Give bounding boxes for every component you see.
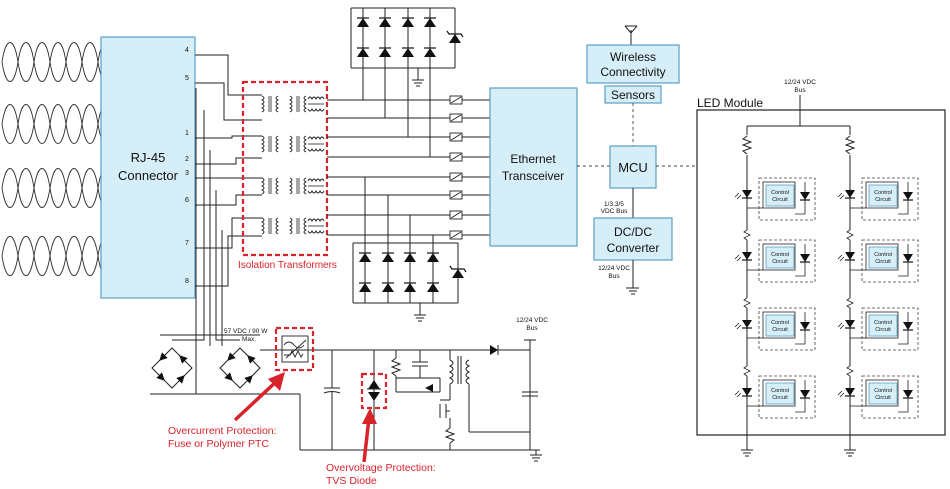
- dcdc-bus-label-line2: Bus: [608, 273, 620, 280]
- rj45-connector-block: RJ-45 Connector: [100, 36, 196, 299]
- sensors-label: Sensors: [611, 88, 655, 102]
- power-rating-line2: Max.: [242, 336, 256, 343]
- wireless-connectivity-block: Wireless Connectivity: [586, 44, 680, 84]
- control-circuit-label-line1: Control: [771, 388, 789, 394]
- overvoltage-callout-line1: Overvoltage Protection:: [326, 462, 436, 474]
- power-rating-line1: 57 VDC / 90 W: [224, 328, 268, 335]
- control-circuit-label-line2: Circuit: [875, 395, 891, 401]
- output-bus-label-line2: Bus: [526, 325, 538, 332]
- led-bus-label-line1: 12/24 VDC: [784, 79, 816, 86]
- ethernet-title-line1: Ethernet: [510, 152, 556, 166]
- ground-symbols: [530, 287, 639, 462]
- rj45-pin-labels: 4 5 1 2 3 6 7 8: [185, 47, 189, 285]
- control-circuit-label-line2: Circuit: [772, 395, 788, 401]
- signal-lines: [327, 60, 490, 270]
- ptc-fuse: [274, 326, 315, 372]
- wireless-title-line1: Wireless: [610, 50, 656, 64]
- overcurrent-callout-line1: Overcurrent Protection:: [168, 425, 277, 437]
- control-circuit-label-line1: Control: [771, 190, 789, 196]
- led-module-title: LED Module: [697, 96, 763, 110]
- overvoltage-callout-arrow: [362, 408, 377, 463]
- bulk-capacitor: [323, 350, 341, 450]
- rj45-title-line2: Connector: [118, 168, 179, 183]
- bridge-rectifier-2: [219, 347, 261, 389]
- overcurrent-callout-arrow: [233, 372, 285, 422]
- pin-label: 3: [185, 170, 189, 177]
- control-circuit-label-line2: Circuit: [875, 197, 891, 203]
- ethernet-title-line2: Transceiver: [502, 169, 564, 183]
- mcu-bus-label-line2: VDC Bus: [601, 208, 628, 215]
- ethernet-transceiver-block: Ethernet Transceiver: [489, 87, 578, 247]
- mcu-bus-label-line1: 1/3.3/5: [604, 201, 624, 208]
- control-circuit-label-line1: Control: [771, 252, 789, 258]
- mcu-block: MCU: [609, 145, 657, 189]
- sensors-block: Sensors: [604, 85, 662, 104]
- isolation-transformers-label: Isolation Transformers: [238, 260, 337, 271]
- pin-label: 8: [185, 278, 189, 285]
- led-bus-label-line2: Bus: [794, 87, 806, 94]
- led-module-frame: [696, 109, 946, 436]
- isolation-transformers-highlight: [241, 80, 329, 257]
- control-circuit-label-line2: Circuit: [875, 327, 891, 333]
- twisted-pair-cables: [1, 42, 115, 276]
- control-circuit-label-line2: Circuit: [772, 259, 788, 265]
- flyback-converter-circuit: [390, 339, 538, 455]
- pin-label: 7: [185, 240, 189, 247]
- control-circuit-label-line2: Circuit: [875, 259, 891, 265]
- dcdc-title-line2: Converter: [607, 241, 660, 255]
- control-circuit-label-line1: Control: [874, 388, 892, 394]
- output-bus-label-line1: 12/24 VDC: [516, 317, 548, 324]
- overcurrent-callout-line2: Fuse or Polymer PTC: [168, 438, 269, 450]
- lower-esd-diode-array: [352, 242, 467, 322]
- wireless-title-line2: Connectivity: [600, 65, 665, 79]
- antenna-icon: [624, 25, 638, 45]
- upper-esd-diode-array: [350, 7, 464, 87]
- control-circuit-label-line2: Circuit: [772, 327, 788, 333]
- pin-label: 2: [185, 156, 189, 163]
- led-module-circuits: ControlCircuitControlCircuitControlCircu…: [734, 95, 919, 457]
- pin-label: 1: [185, 130, 189, 137]
- dcdc-converter-block: DC/DC Converter: [593, 217, 673, 261]
- control-circuit-label-line1: Control: [874, 252, 892, 258]
- bridge-rectifier-1: [151, 347, 193, 389]
- isolation-transformers: [260, 95, 325, 235]
- tvs-diode: [360, 350, 388, 450]
- control-circuit-label-line1: Control: [874, 320, 892, 326]
- connector-wires: [172, 54, 262, 350]
- control-circuit-label-line1: Control: [771, 320, 789, 326]
- pin-label: 6: [185, 197, 189, 204]
- series-capacitors: [449, 95, 463, 240]
- pin-label: 5: [185, 75, 189, 82]
- mcu-label: MCU: [618, 160, 648, 175]
- overvoltage-callout-line2: TVS Diode: [326, 475, 377, 487]
- control-circuit-label-line1: Control: [874, 190, 892, 196]
- pin-label: 4: [185, 47, 189, 54]
- dcdc-title-line1: DC/DC: [614, 225, 652, 239]
- rj45-title-line1: RJ-45: [131, 150, 166, 165]
- dcdc-bus-label-line1: 12/24 VDC: [598, 265, 630, 272]
- control-circuit-label-line2: Circuit: [772, 197, 788, 203]
